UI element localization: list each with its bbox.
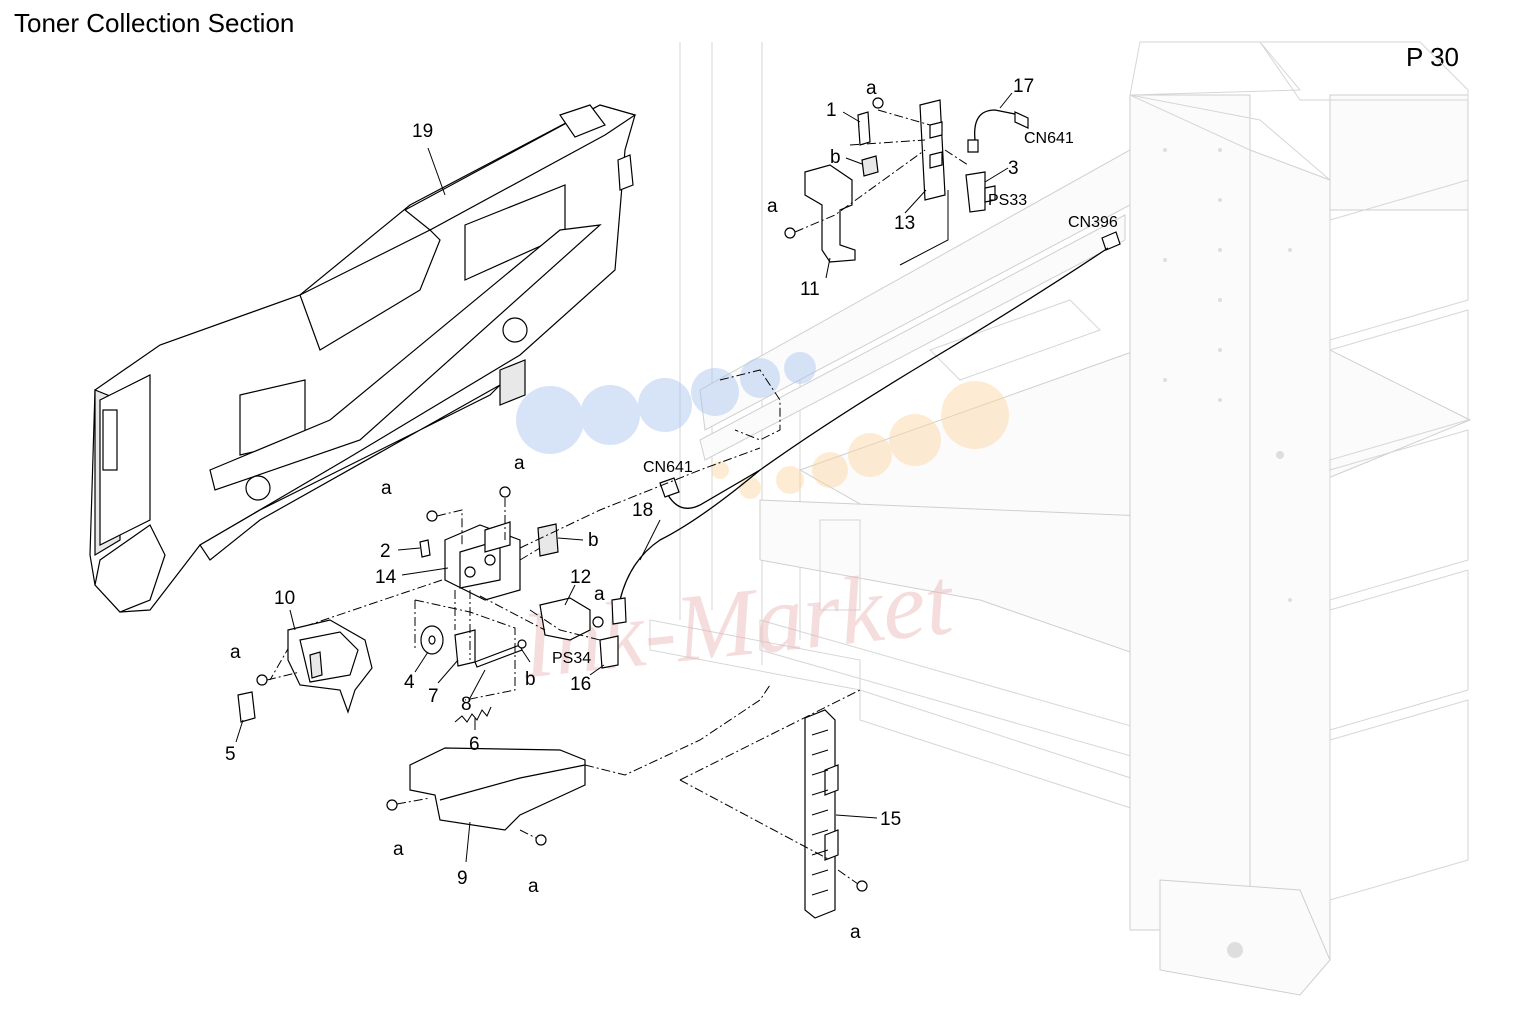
callout-7: 7 bbox=[428, 686, 439, 707]
callout-3: 3 bbox=[1008, 158, 1019, 179]
callout-screw-a-center: a bbox=[514, 453, 525, 474]
callout-screw-a-10: a bbox=[230, 642, 241, 663]
callout-clip-b-right: b bbox=[588, 530, 599, 551]
callout-10: 10 bbox=[274, 588, 295, 609]
label-cn641-top: CN641 bbox=[1024, 130, 1074, 147]
callout-1: 1 bbox=[826, 100, 837, 121]
callout-screw-a-top: a bbox=[866, 78, 877, 99]
cover-10-and-holder-5 bbox=[237, 619, 373, 723]
page-number: P 30 bbox=[1406, 42, 1460, 72]
callout-5: 5 bbox=[225, 744, 236, 765]
callout-clip-b-lower: b bbox=[525, 669, 536, 690]
central-bracket-assembly bbox=[269, 369, 781, 723]
callout-screw-a-left: a bbox=[381, 478, 392, 499]
callout-6: 6 bbox=[469, 734, 480, 755]
rail-15 bbox=[679, 689, 868, 919]
callout-17: 17 bbox=[1013, 76, 1034, 97]
top-sensor-assembly bbox=[784, 97, 1029, 266]
callout-11: 11 bbox=[800, 279, 820, 300]
leader-lines bbox=[235, 92, 1013, 863]
machine-frame bbox=[649, 41, 1472, 996]
callout-14: 14 bbox=[375, 567, 397, 588]
waste-toner-box bbox=[89, 104, 637, 613]
callout-screw-a-15: a bbox=[850, 922, 861, 943]
callout-16: 16 bbox=[570, 674, 591, 695]
duct-9 bbox=[386, 684, 771, 846]
callout-2: 2 bbox=[380, 541, 391, 562]
callout-12: 12 bbox=[570, 567, 591, 588]
callout-screw-a-9-right: a bbox=[528, 876, 539, 897]
label-ps33: PS33 bbox=[988, 192, 1027, 209]
connector-labels: CN641 PS33 CN396 CN641 PS34 bbox=[552, 130, 1118, 667]
callout-15: 15 bbox=[880, 809, 901, 830]
callout-9: 9 bbox=[457, 868, 468, 889]
callout-8: 8 bbox=[461, 694, 472, 715]
callout-screw-a-9-left: a bbox=[393, 839, 404, 860]
callout-clip-b-top: b bbox=[830, 147, 841, 168]
label-cn396: CN396 bbox=[1068, 214, 1118, 231]
callout-18: 18 bbox=[632, 500, 653, 521]
callout-13: 13 bbox=[894, 213, 915, 234]
callout-19: 19 bbox=[412, 121, 433, 142]
label-cn641-mid: CN641 bbox=[643, 459, 693, 476]
callouts: 19 1 a b 17 3 a 13 11 a a 18 b 2 14 12 a… bbox=[225, 76, 1034, 943]
callout-screw-a-left-top: a bbox=[767, 196, 778, 217]
callout-4: 4 bbox=[404, 672, 415, 693]
callout-screw-a-12: a bbox=[594, 584, 605, 605]
page-title: Toner Collection Section bbox=[14, 8, 295, 38]
label-ps34: PS34 bbox=[552, 650, 591, 667]
harness-18 bbox=[611, 231, 1121, 625]
